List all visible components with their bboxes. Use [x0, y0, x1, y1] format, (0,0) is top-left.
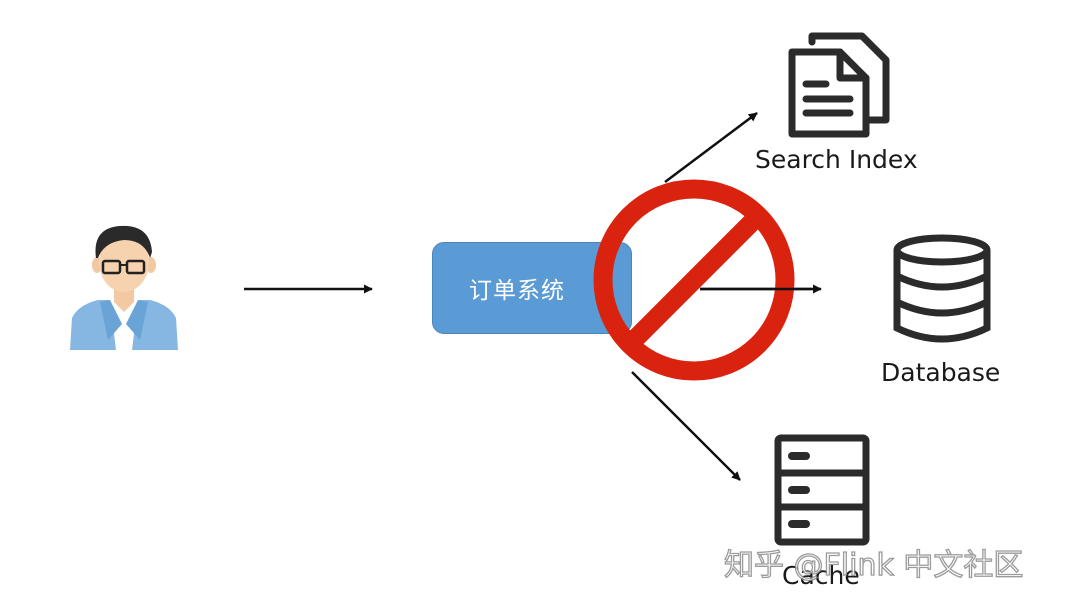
database-icon	[893, 234, 991, 343]
order-system-label: 订单系统	[469, 278, 565, 304]
search-index-label: Search Index	[755, 145, 918, 174]
cache-label: Cache	[782, 561, 860, 590]
order-system-box: 订单系统	[432, 242, 632, 334]
arrow-to-search-index	[664, 112, 758, 183]
documents-icon	[788, 32, 890, 138]
database-label: Database	[881, 358, 1001, 387]
watermark: 知乎 @Flink 中文社区	[723, 547, 1024, 583]
server-icon	[774, 434, 870, 546]
user-avatar-icon	[70, 225, 178, 350]
arrow-to-cache	[631, 371, 741, 481]
